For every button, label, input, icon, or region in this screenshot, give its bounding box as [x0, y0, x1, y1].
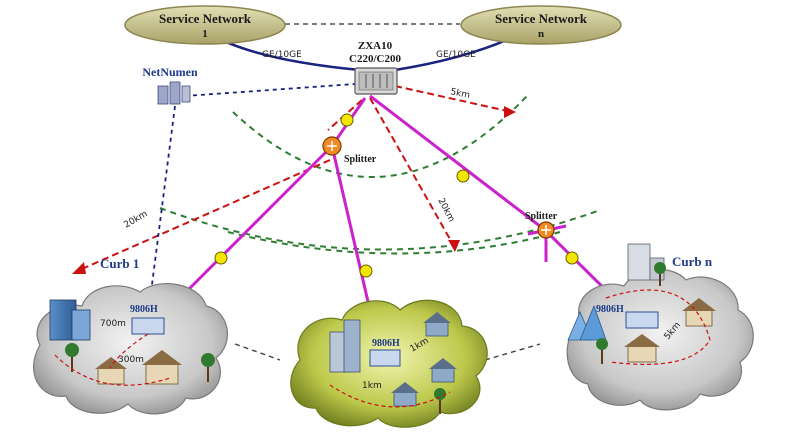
- server-icon: [158, 82, 190, 104]
- curb-1-label: Curb 1: [100, 256, 139, 271]
- splitter-right-label: Splitter: [525, 211, 558, 222]
- fiber-marker-icon: [341, 114, 353, 126]
- fiber-marker-icon: [566, 252, 578, 264]
- center-distance-label: 20km: [435, 197, 456, 224]
- curb-n-cloud: Curb n 9806H 5km: [567, 244, 753, 410]
- management-link-olt: [185, 84, 355, 96]
- left-building-dist: 700m: [100, 319, 126, 329]
- curb-n-label: Curb n: [672, 254, 713, 269]
- management-link-down: [150, 106, 175, 300]
- fiber-marker-icon: [215, 252, 227, 264]
- center-onu-label: 9806H: [372, 338, 400, 349]
- onu-device: [370, 350, 400, 366]
- onu-device: [626, 312, 658, 328]
- center-cloud: 9806H 1km 1km: [291, 300, 487, 427]
- service-network-n: Service Network n: [461, 6, 621, 44]
- left-distance-label: 20km: [123, 209, 150, 230]
- netnumen-label: NetNumen: [142, 65, 198, 79]
- left-onu-label: 9806H: [130, 304, 158, 315]
- arrow-head-left: [72, 262, 86, 274]
- fiber-marker-icon: [360, 265, 372, 277]
- uplink-left-label: GE/10GE: [262, 50, 302, 60]
- right-onu-label: 9806H: [596, 304, 624, 315]
- netnumen-node: NetNumen: [142, 65, 198, 104]
- onu-device: [132, 318, 164, 334]
- olt-device: ZXA10 C220/C200: [349, 40, 401, 94]
- pon-link-olt-right: [370, 96, 545, 230]
- splitter-center: Splitter: [323, 137, 377, 165]
- olt-label-line2: C220/C200: [349, 53, 401, 65]
- service-network-1-title: Service Network: [159, 11, 252, 26]
- distance-links: [75, 86, 512, 272]
- olt-label-line1: ZXA10: [358, 40, 393, 52]
- service-network-n-title: Service Network: [495, 11, 588, 26]
- range-arc-inner: [233, 95, 528, 177]
- management-links: [150, 84, 355, 300]
- service-network-1: Service Network 1: [125, 6, 285, 44]
- service-network-1-sub: 1: [202, 28, 208, 40]
- service-network-n-sub: n: [538, 28, 544, 40]
- distance-link-center: [370, 98, 455, 248]
- range-arcs: [160, 95, 600, 254]
- center-house-dist-b: 1km: [362, 381, 382, 391]
- left-house-dist: 300m: [118, 355, 144, 365]
- fiber-marker-icon: [457, 170, 469, 182]
- uplink-right-label: GE/10GE: [436, 50, 476, 60]
- splitter-center-label: Splitter: [344, 154, 377, 165]
